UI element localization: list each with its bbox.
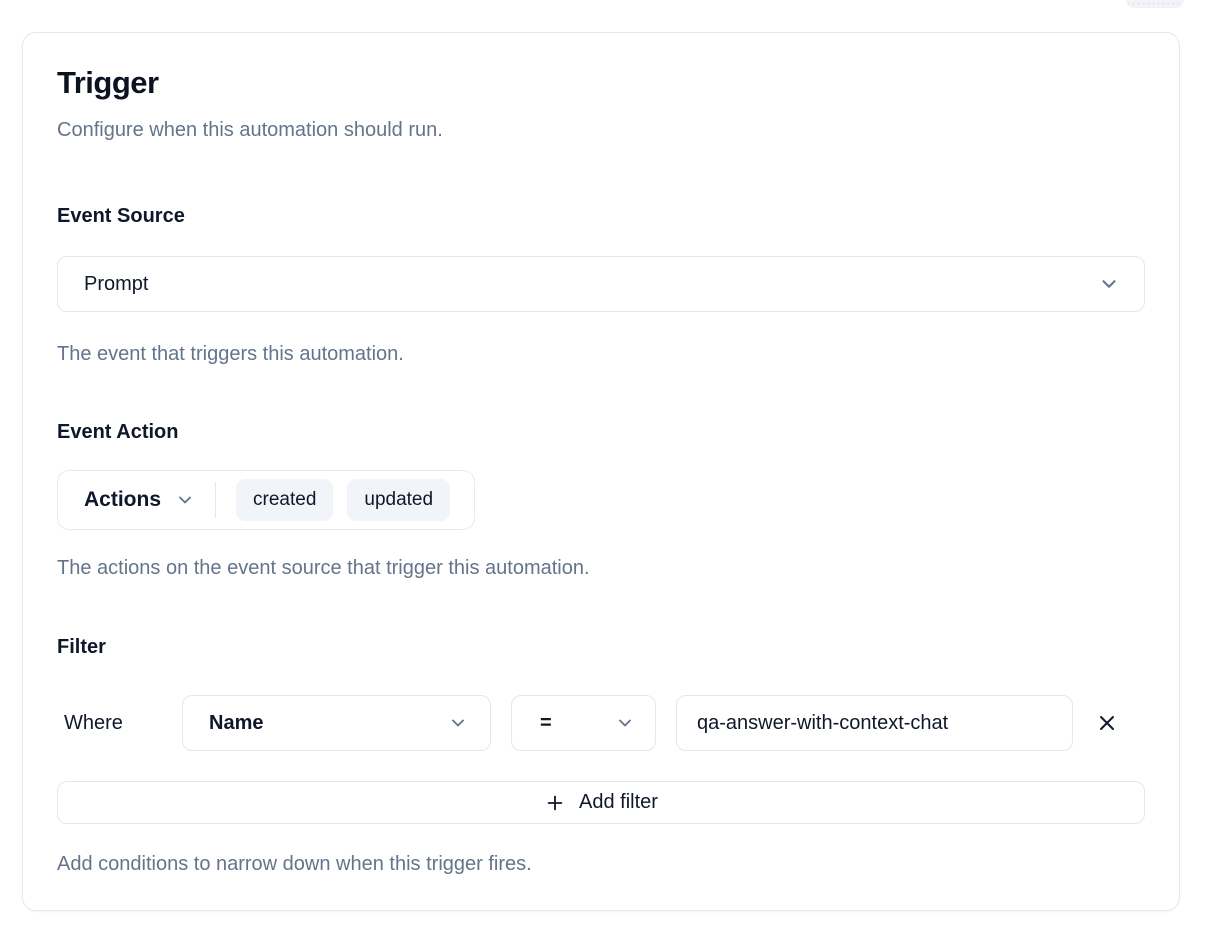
- action-badge-created[interactable]: created: [236, 479, 334, 521]
- plus-icon: [547, 795, 563, 810]
- event-action-help: The actions on the event source that tri…: [57, 557, 590, 579]
- event-source-selected-value: Prompt: [84, 272, 149, 295]
- remove-filter-button[interactable]: [1088, 704, 1126, 742]
- filter-help: Add conditions to narrow down when this …: [57, 853, 532, 875]
- filter-condition-row: Where Name =: [57, 695, 1145, 751]
- close-icon: [1100, 716, 1114, 730]
- event-action-control: Actions created updated: [57, 470, 476, 530]
- event-action-label: Event Action: [57, 421, 179, 443]
- add-filter-button-label: Add filter: [579, 791, 658, 813]
- action-badge-updated[interactable]: updated: [347, 479, 451, 521]
- filter-label: Filter: [57, 636, 106, 658]
- actions-dropdown-label: Actions: [84, 488, 162, 511]
- chevron-down-icon: [619, 719, 631, 727]
- page-title: Trigger: [57, 65, 159, 100]
- chevron-down-icon: [179, 496, 191, 504]
- page-edge-artifact: [1126, 0, 1184, 8]
- chevron-down-icon: [1102, 280, 1116, 288]
- event-source-label: Event Source: [57, 205, 185, 227]
- where-label: Where: [64, 711, 123, 734]
- filter-operator-select[interactable]: =: [511, 695, 656, 751]
- chevron-down-icon: [452, 719, 464, 727]
- trigger-card: Trigger Configure when this automation s…: [22, 32, 1180, 911]
- filter-operator-selected-value: =: [540, 711, 552, 734]
- actions-dropdown-button[interactable]: Actions: [84, 488, 195, 512]
- filter-field-selected-value: Name: [209, 711, 264, 734]
- page-subtitle: Configure when this automation should ru…: [57, 119, 443, 141]
- filter-field-select[interactable]: Name: [182, 695, 491, 751]
- filter-value-input[interactable]: [676, 695, 1073, 751]
- event-source-help: The event that triggers this automation.: [57, 343, 404, 365]
- event-source-select[interactable]: Prompt: [57, 256, 1145, 312]
- add-filter-button[interactable]: Add filter: [57, 781, 1145, 824]
- vertical-divider: [215, 482, 217, 518]
